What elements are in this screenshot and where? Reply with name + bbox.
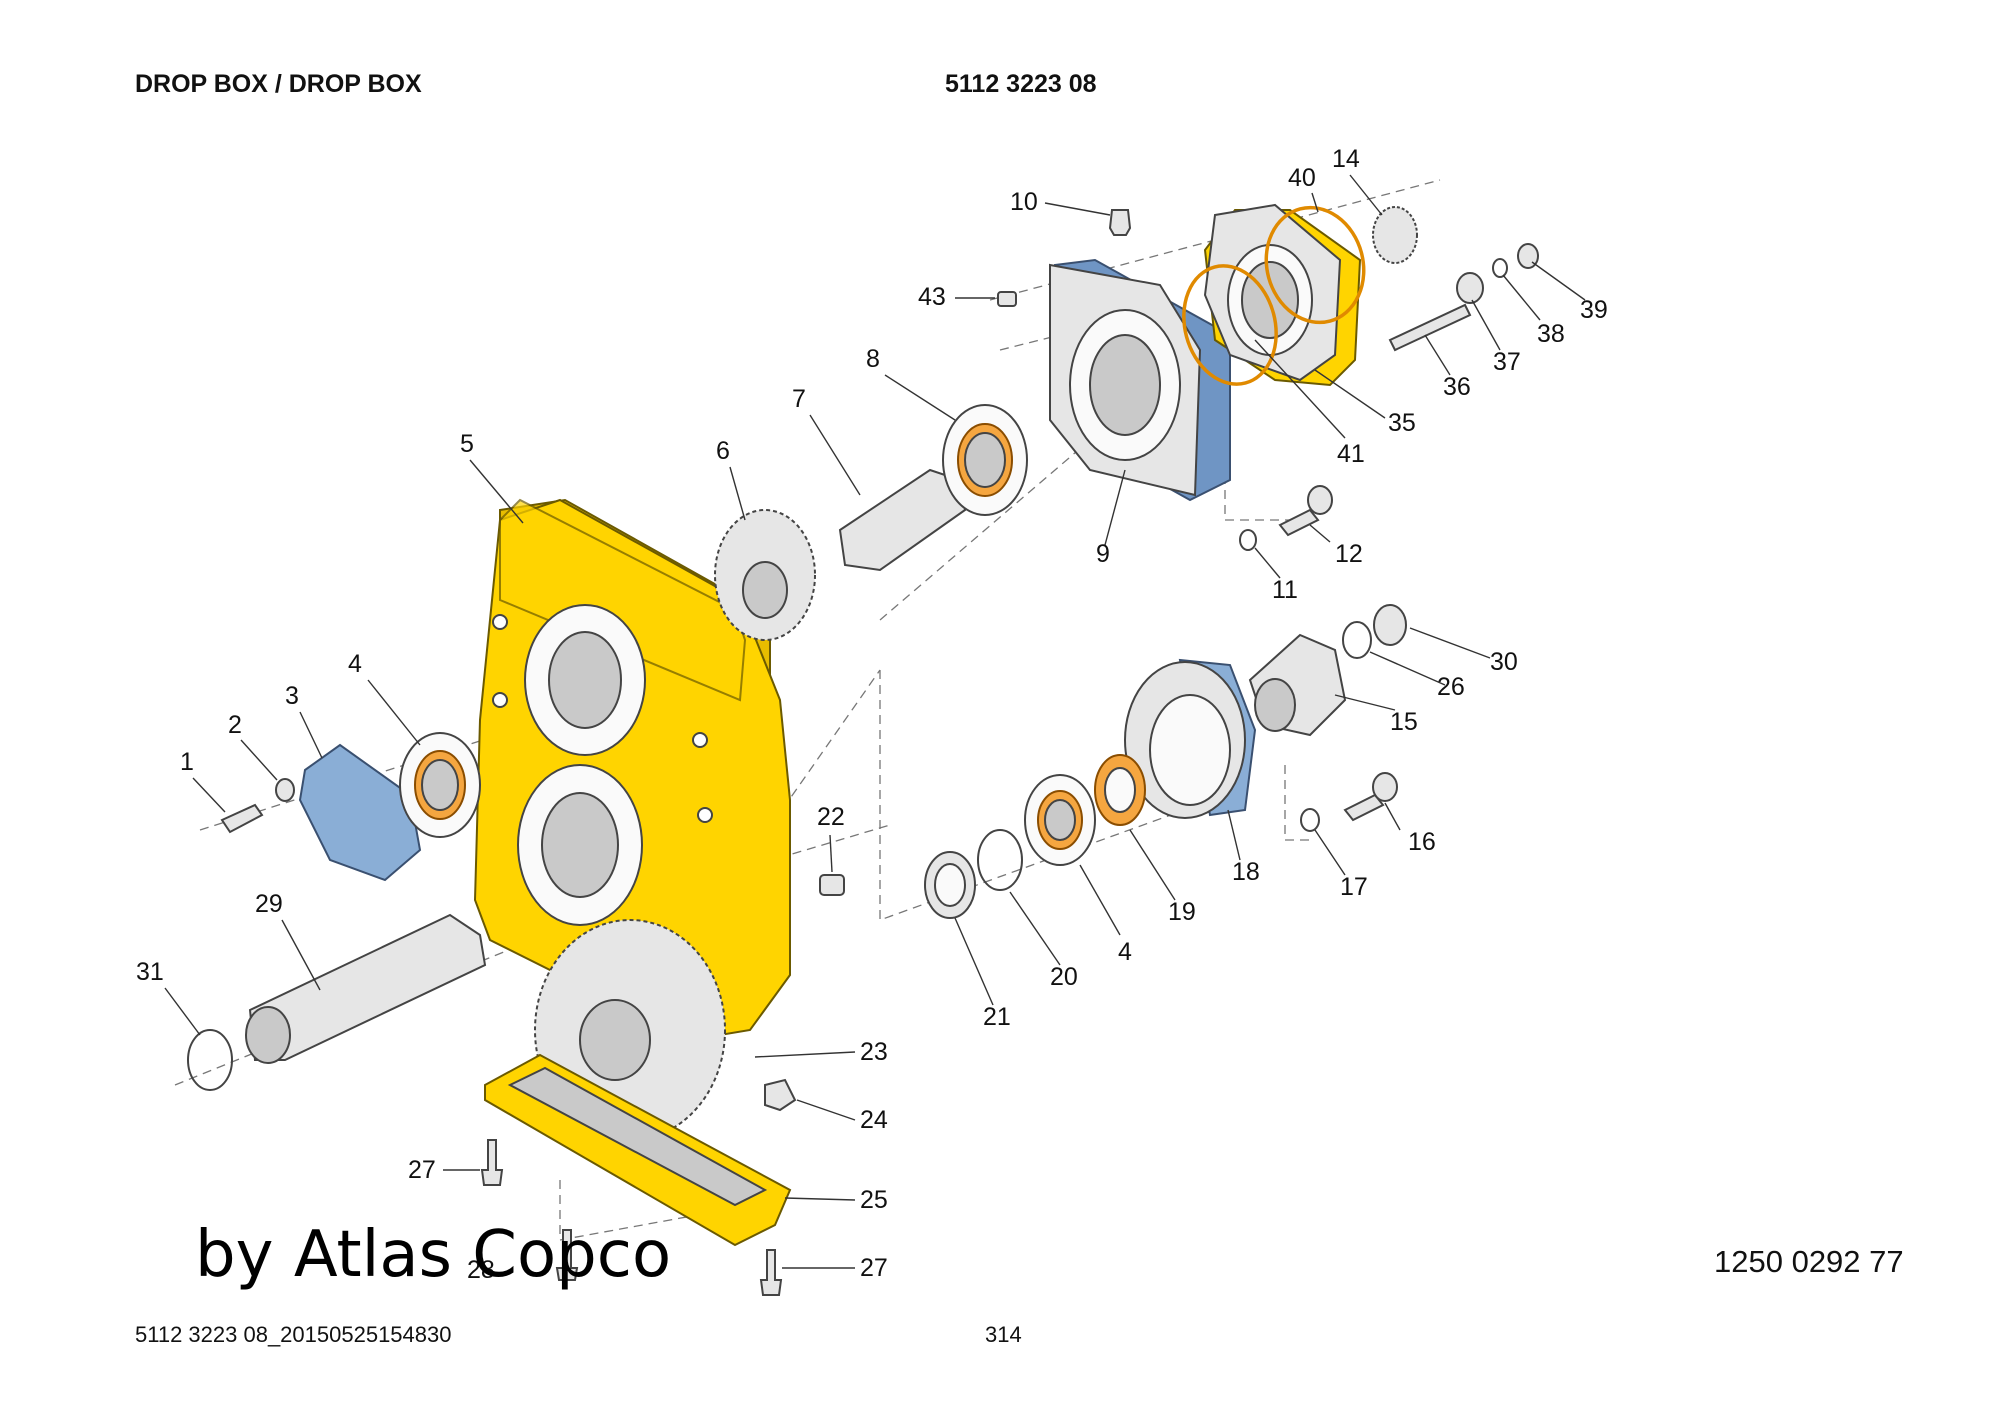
callout-numbers: 1 2 3 4 5 6 7 8 9 10 11 12 14 15 16 17 1… xyxy=(136,145,1608,1284)
breather-10 xyxy=(1108,209,1132,236)
callout-24: 24 xyxy=(860,1106,888,1134)
callout-19: 19 xyxy=(1168,898,1196,926)
callout-16: 16 xyxy=(1408,828,1436,856)
callout-29: 29 xyxy=(255,890,283,918)
callout-5: 5 xyxy=(460,430,474,458)
coupling-14 xyxy=(1372,206,1418,264)
callout-39: 39 xyxy=(1580,296,1608,324)
flange-35 xyxy=(1203,203,1362,387)
callout-7: 7 xyxy=(792,385,806,413)
part-reference: 1250 0292 77 xyxy=(1714,1244,1904,1279)
callout-4: 4 xyxy=(348,650,362,678)
callout-28: 28 xyxy=(467,1256,495,1284)
drain-plug-24 xyxy=(764,1078,797,1112)
output-group xyxy=(924,604,1407,919)
leader-lines xyxy=(164,174,1586,1269)
callout-12: 12 xyxy=(1335,540,1363,568)
o-ring-40 xyxy=(1264,205,1366,325)
callout-25: 25 xyxy=(860,1186,888,1214)
footer-page-number: 314 xyxy=(985,1322,1022,1347)
callout-17: 17 xyxy=(1340,873,1368,901)
callout-31: 31 xyxy=(136,958,164,986)
callout-22: 22 xyxy=(817,803,845,831)
callout-40: 40 xyxy=(1288,164,1316,192)
callout-11: 11 xyxy=(1272,576,1298,604)
callout-1: 1 xyxy=(180,748,194,776)
set-screw-43 xyxy=(997,291,1017,307)
callout-15: 15 xyxy=(1390,708,1418,736)
gear-6 xyxy=(714,509,816,641)
plug-22 xyxy=(819,874,845,896)
shaft-29 xyxy=(245,913,487,1064)
circlip-31 xyxy=(187,1029,233,1091)
callout-43: 43 xyxy=(918,283,946,311)
footer-file-id: 5112 3223 08_20150525154830 xyxy=(135,1322,452,1347)
callout-38: 38 xyxy=(1537,320,1565,348)
callout-10: 10 xyxy=(1010,188,1038,216)
pinion-shaft-7 xyxy=(838,468,967,572)
watermark: by Atlas Copco xyxy=(195,1218,672,1292)
callout-27a: 27 xyxy=(408,1156,436,1184)
callout-4b: 4 xyxy=(1118,938,1132,966)
page-title: DROP BOX / DROP BOX xyxy=(135,70,422,98)
callout-18: 18 xyxy=(1232,858,1260,886)
callout-9: 9 xyxy=(1096,540,1110,568)
callout-36: 36 xyxy=(1443,373,1471,401)
callout-20: 20 xyxy=(1050,963,1078,991)
left-cover-group xyxy=(220,732,481,882)
callout-30: 30 xyxy=(1490,648,1518,676)
bolts-27 xyxy=(480,1139,783,1296)
callout-21: 21 xyxy=(983,1003,1011,1031)
bearing-8 xyxy=(942,404,1028,516)
bolt-washer-11-12 xyxy=(1239,485,1333,551)
callout-14: 14 xyxy=(1332,145,1360,173)
callout-2: 2 xyxy=(228,711,242,739)
o-ring-41 xyxy=(1182,264,1278,386)
housing-5 xyxy=(473,498,791,1042)
callout-3: 3 xyxy=(285,682,299,710)
callout-23: 23 xyxy=(860,1038,888,1066)
callout-26: 26 xyxy=(1437,673,1465,701)
callout-8: 8 xyxy=(866,345,880,373)
callout-27b: 27 xyxy=(860,1254,888,1282)
bearing-housing-9 xyxy=(1049,258,1231,502)
document-number: 5112 3223 08 xyxy=(945,70,1097,98)
cover-plate-25 xyxy=(484,1053,792,1247)
callout-35: 35 xyxy=(1388,409,1416,437)
callout-41: 41 xyxy=(1337,440,1365,468)
callout-37: 37 xyxy=(1493,348,1521,376)
stud-nut-36-39 xyxy=(1388,243,1539,352)
callout-6: 6 xyxy=(716,437,730,465)
